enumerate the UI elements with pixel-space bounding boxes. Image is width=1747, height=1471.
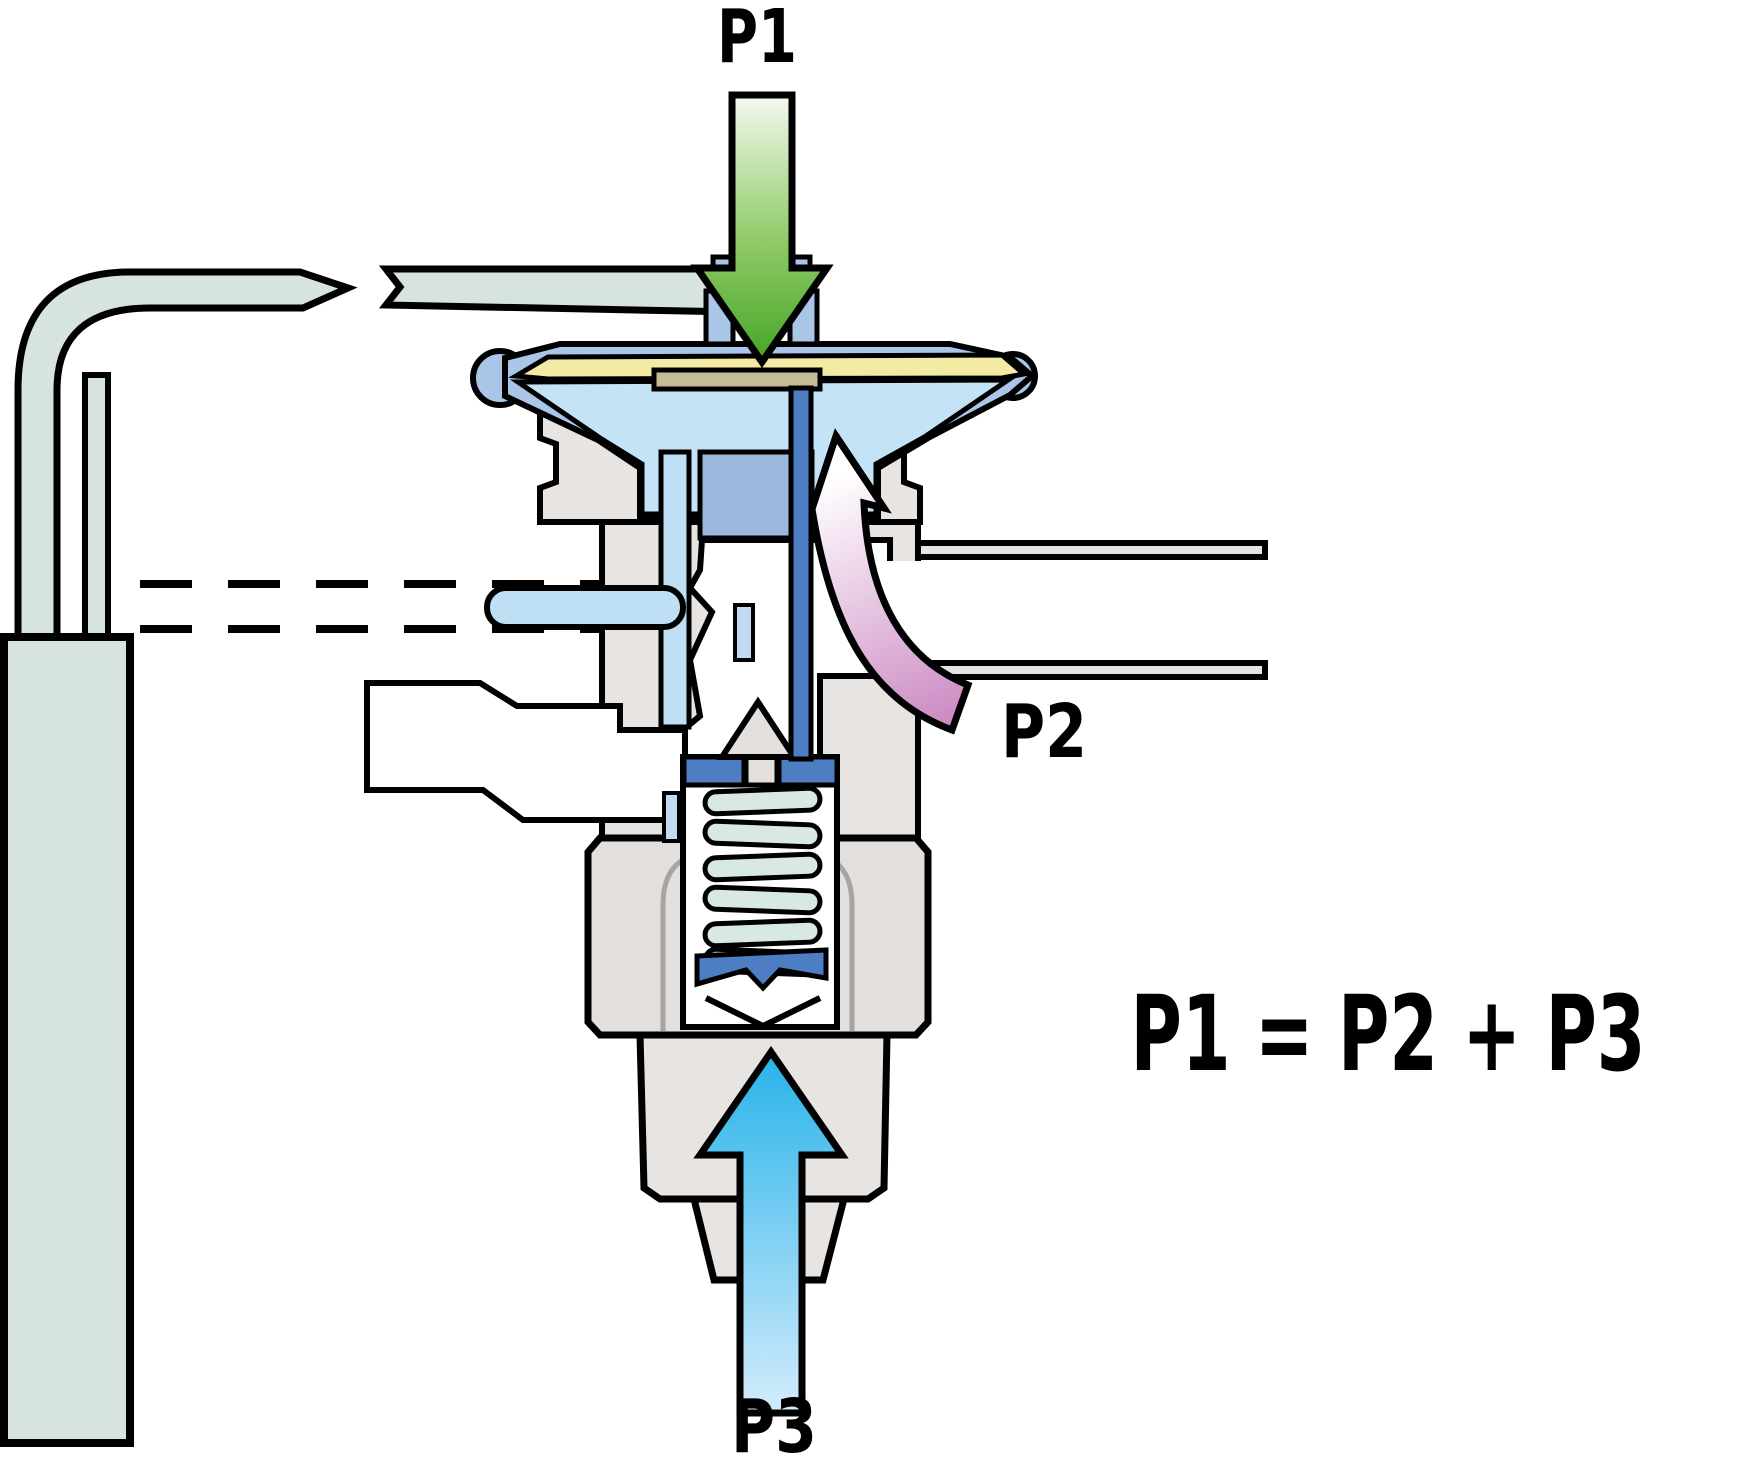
- external-equalizer-tube: [484, 585, 686, 630]
- outlet-pipe-wall-top: [902, 540, 1268, 560]
- diaphragm-upper-chamber: [508, 352, 1030, 382]
- valve-seat-left: [681, 754, 747, 788]
- sensing-bulb: [0, 633, 134, 1447]
- p3-label: P3: [731, 1384, 817, 1470]
- valve-seat-center: [743, 754, 780, 788]
- p2-pressure-arrow: [808, 428, 973, 735]
- spring-coil: [702, 851, 823, 883]
- p1-pressure-arrow: [690, 91, 834, 369]
- spring-coil: [702, 917, 823, 949]
- pressure-equation: P1 = P2 + P3: [1131, 973, 1646, 1095]
- guide-slot: [662, 791, 681, 843]
- inlet-funnel-passage: [364, 680, 688, 823]
- bulb-inner-tube: [82, 372, 111, 641]
- capillary-tube-bend: [14, 268, 358, 641]
- valve-cone: [716, 696, 800, 760]
- spring-seat-bottom: [694, 947, 829, 992]
- spring-coil: [702, 818, 823, 850]
- diaphragm-lower-chamber: [509, 377, 1017, 517]
- spring-coil: [702, 884, 823, 916]
- p3-pressure-arrow: [693, 1045, 849, 1417]
- outlet-pipe-bore: [886, 561, 1263, 660]
- diaphragm-plate: [651, 367, 823, 392]
- adjuster-chevron: [704, 995, 822, 1030]
- spring-coil: [702, 785, 823, 817]
- push-rod-pin: [788, 385, 814, 762]
- p2-label: P2: [1001, 689, 1087, 775]
- p1-label: P1: [717, 0, 797, 80]
- guide-slot: [733, 603, 755, 662]
- capillary-tube-segment: [378, 265, 742, 316]
- outlet-pipe-wall-bottom: [902, 660, 1268, 680]
